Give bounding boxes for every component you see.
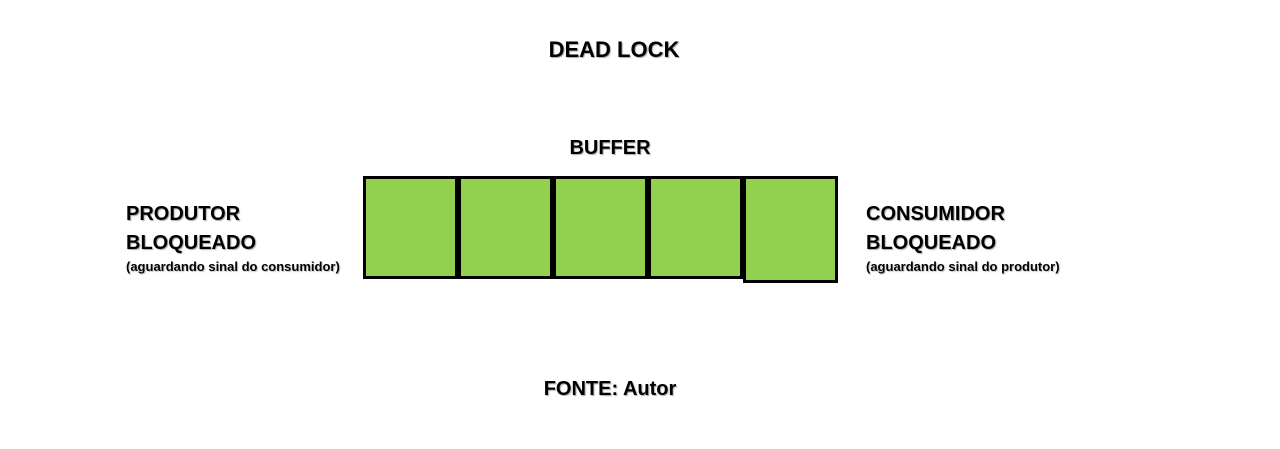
consumer-title: CONSUMIDOR: [866, 203, 1005, 225]
producer-title: PRODUTOR: [126, 203, 241, 225]
buffer-slot: [553, 176, 648, 279]
producer-block: PRODUTOR BLOQUEADO (aguardando sinal do …: [126, 200, 340, 276]
source-caption: FONTE: Autor: [543, 378, 677, 400]
producer-note: (aguardando sinal do consumidor): [126, 259, 340, 274]
consumer-status: BLOQUEADO: [866, 232, 996, 254]
buffer-label: BUFFER: [569, 137, 651, 159]
buffer-slot: [458, 176, 553, 279]
diagram-title: DEAD LOCK: [548, 37, 680, 62]
buffer-slot: [743, 176, 838, 283]
buffer-slot: [363, 176, 458, 279]
producer-status: BLOQUEADO: [126, 232, 256, 254]
buffer: [363, 176, 839, 283]
consumer-note: (aguardando sinal do produtor): [866, 259, 1060, 274]
consumer-block: CONSUMIDOR BLOQUEADO (aguardando sinal d…: [866, 200, 1060, 276]
buffer-slot: [648, 176, 743, 279]
